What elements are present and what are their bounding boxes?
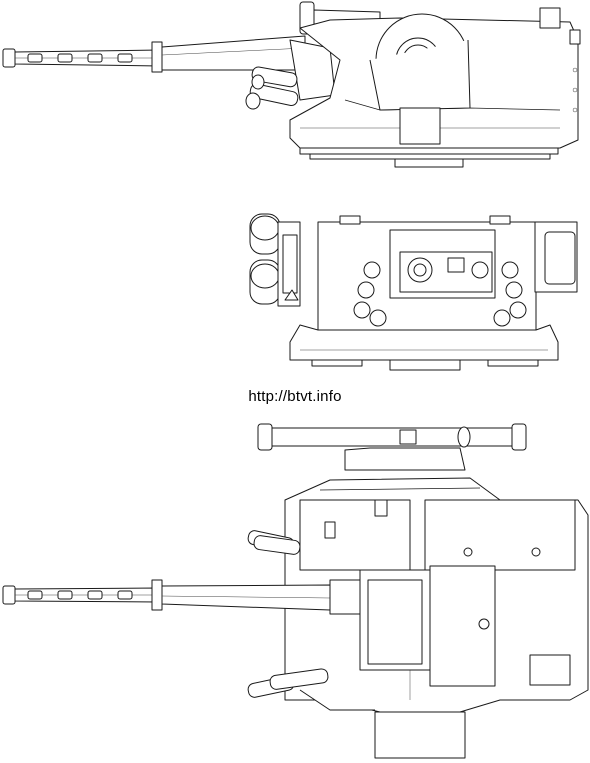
top-gun-barrel (2, 579, 361, 615)
side-view (2, 1, 581, 168)
top-turret-hull (284, 477, 589, 759)
top-launcher (257, 423, 527, 471)
top-smoke-launchers (247, 530, 329, 698)
top-view (2, 423, 589, 759)
side-gun-barrel (2, 35, 306, 73)
side-turret-body (289, 7, 581, 168)
side-smoke-launchers (245, 39, 336, 110)
front-view (249, 213, 578, 371)
front-periscopes-right (493, 261, 527, 327)
front-periscopes-left (353, 261, 387, 327)
watermark-url: http://btvt.info (248, 388, 342, 405)
front-turret-body (289, 215, 578, 371)
front-left-launcher (249, 213, 301, 307)
